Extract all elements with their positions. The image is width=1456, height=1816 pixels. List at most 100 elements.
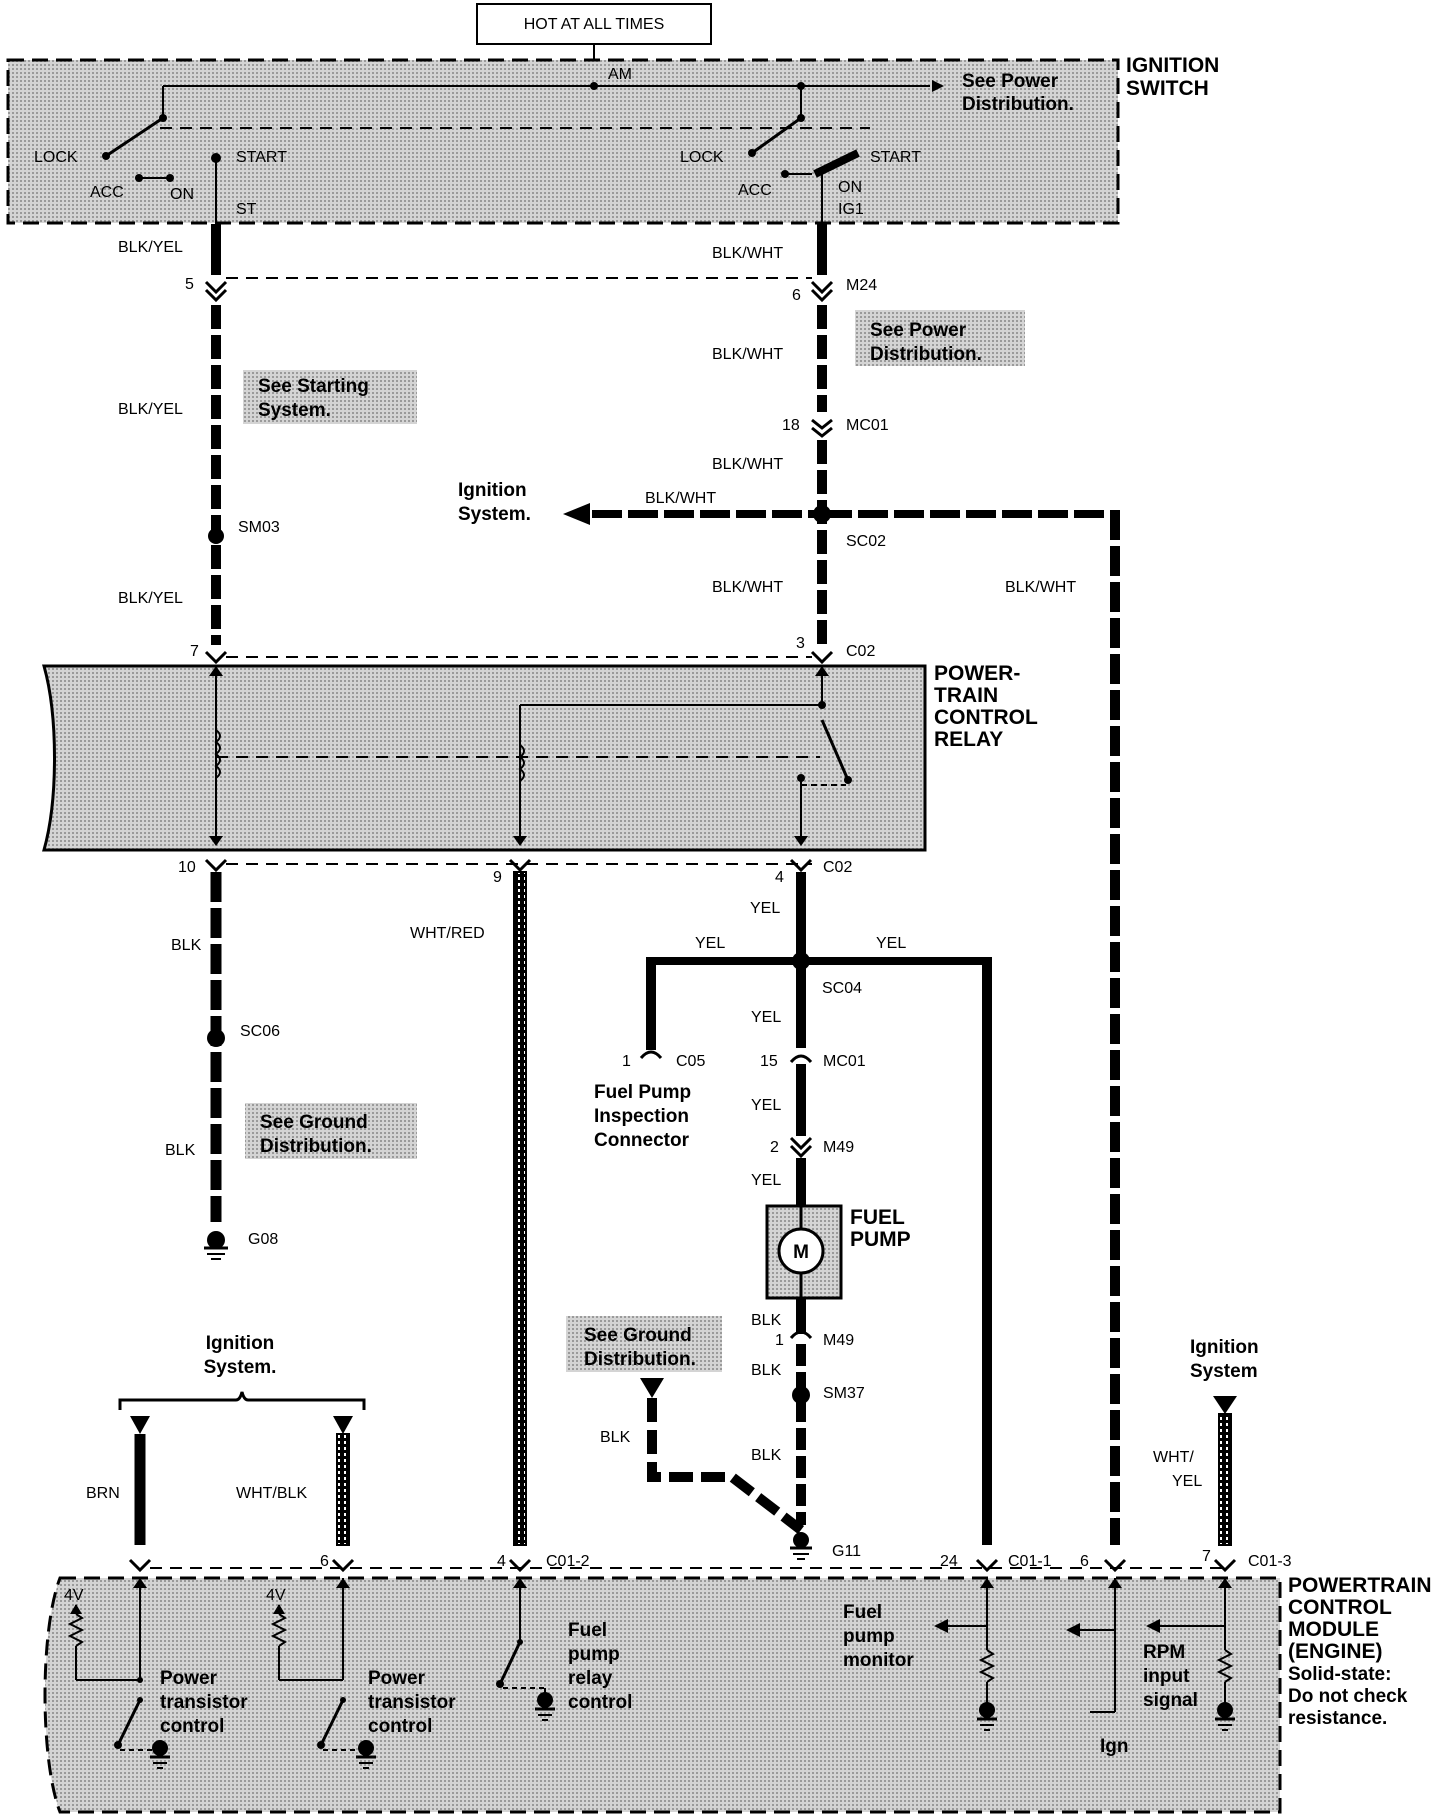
pcm-title-3: MODULE [1288,1618,1379,1641]
wht-blk-label: WHT/BLK [236,1485,307,1502]
blk-label-3: BLK [751,1312,782,1329]
fpm-line3: monitor [843,1650,914,1671]
ignition-system-3: Ignition [1190,1337,1259,1358]
fuel-pump: M FUEL PUMP [765,1204,911,1300]
c02-pin7: 7 [190,643,199,660]
ig1-label: IG1 [838,201,864,218]
blk-wht-label-3: BLK/WHT [712,456,783,473]
lock-label-left: LOCK [34,149,78,166]
blk-label-2: BLK [165,1142,196,1159]
c01-1-label: C01-1 [1008,1553,1052,1570]
inspection-line1: Fuel Pump [594,1082,691,1103]
see-starting-line2: System. [258,400,331,421]
c01-2-pin4: 4 [497,1553,506,1570]
m24-label: M24 [846,277,877,294]
g11-label: G11 [832,1543,861,1560]
see-power-note-mid: See Power Distribution. [855,310,1025,366]
wht-yel-label-2: YEL [1172,1473,1202,1490]
ignition-system-bracket: Ignition System. BRN WHT/BLK [86,1333,366,1546]
c02-pin10: 10 [178,859,196,876]
st-label: ST [236,201,257,218]
see-ground2-1: See Ground [584,1325,692,1346]
wire-wht-red: WHT/RED [410,871,527,1546]
pcm-title-4: (ENGINE) [1288,1640,1383,1663]
start-label-right: START [870,149,921,166]
fuel-pump-title-2: PUMP [850,1228,911,1251]
blk-wht-label-6: BLK/WHT [1005,579,1076,596]
ptc2-line2: transistor [368,1692,456,1713]
c01-2-label: C01-2 [546,1553,590,1570]
mc01-pin18: 18 [782,417,800,434]
blk-yel-label-1: BLK/YEL [118,239,183,256]
ignition-system-3b: System [1190,1361,1258,1382]
rpm-line1: RPM [1143,1642,1185,1663]
sc06-label: SC06 [240,1023,280,1040]
fpm-line2: pump [843,1626,895,1647]
mc01-pin15: 15 [760,1053,778,1070]
sc04-label: SC04 [822,980,862,997]
start-label-left: START [236,149,287,166]
c02-pin4: 4 [775,869,784,886]
c01-3-pin7: 7 [1202,1548,1211,1565]
ignition-switch: AM See Power Distribution. IGNITION SWIT… [6,54,1219,225]
ptc2-line3: control [368,1716,432,1737]
c02-top-label: C02 [846,643,875,660]
see-power-note-2: Distribution. [962,94,1074,115]
relay-title-4: RELAY [934,728,1003,751]
wire-yel: YEL YEL YEL YEL YEL YEL SC04 1 C05 15 MC… [594,872,992,1545]
ignition-switch-title-2: SWITCH [1126,77,1209,100]
inspection-line2: Inspection [594,1106,689,1127]
see-power-dist-1: See Power [870,320,967,341]
see-power-dist-2: Distribution. [870,344,982,365]
fpm-line1: Fuel [843,1602,882,1623]
c01-3-pin6: 6 [1080,1553,1089,1570]
rpm-line3: signal [1143,1690,1198,1711]
mc01-label-2: MC01 [823,1053,866,1070]
blk-wht-label-2: BLK/WHT [712,346,783,363]
wire-blk-g11: BLK 1 M49 BLK SM37 BLK BLK G11 [600,1298,865,1560]
m49-label-2: M49 [823,1332,854,1349]
yel-label-6: YEL [751,1172,781,1189]
c01-3-label: C01-3 [1248,1553,1292,1570]
sm03-label: SM03 [238,519,280,536]
see-ground-1: See Ground [260,1112,368,1133]
fprc-line2: pump [568,1644,620,1665]
rpm-line2: input [1143,1666,1190,1687]
brn-label: BRN [86,1485,120,1502]
powertrain-control-relay: POWER- TRAIN CONTROL RELAY [42,662,1038,852]
see-starting-note: See Starting System. [243,370,417,424]
acc-label-left: ACC [90,184,124,201]
powertrain-control-module: 4V Power transistor control 4V Power tra… [43,1574,1432,1814]
c05-pin1: 1 [622,1053,631,1070]
pcm-note-1: Solid-state: [1288,1664,1391,1685]
blk-wht-label-5: BLK/WHT [645,490,716,507]
fprc-line3: relay [568,1668,613,1689]
mc01-label-1: MC01 [846,417,889,434]
on-label-right: ON [838,179,862,196]
c01-2-pin6: 6 [320,1553,329,1570]
fprc-line1: Fuel [568,1620,607,1641]
relay-title-2: TRAIN [934,684,998,707]
relay-title-3: CONTROL [934,706,1038,729]
blk-label-4: BLK [751,1362,782,1379]
sm37-label: SM37 [823,1385,865,1402]
c01-1-pin24: 24 [940,1553,958,1570]
m24-pin6: 6 [792,287,801,304]
wire-blk-yel: BLK/YEL BLK/YEL BLK/YEL SM03 [118,224,280,665]
blk-yel-label-2: BLK/YEL [118,401,183,418]
g08-label: G08 [248,1231,278,1248]
yel-label-4: YEL [751,1009,781,1026]
blk-label-5: BLK [600,1429,631,1446]
pcm-note-3: resistance. [1288,1708,1387,1729]
motor-symbol: M [793,1242,809,1263]
wht-red-label: WHT/RED [410,925,485,942]
see-power-note: See Power [962,71,1059,92]
yel-label-3: YEL [876,935,906,952]
ignition-system-1b: System. [458,504,531,525]
ptc1-line2: transistor [160,1692,248,1713]
pcm-4v-a: 4V [64,1587,84,1604]
fuel-pump-title-1: FUEL [850,1206,905,1229]
yel-label-1: YEL [750,900,780,917]
yel-label-5: YEL [751,1097,781,1114]
